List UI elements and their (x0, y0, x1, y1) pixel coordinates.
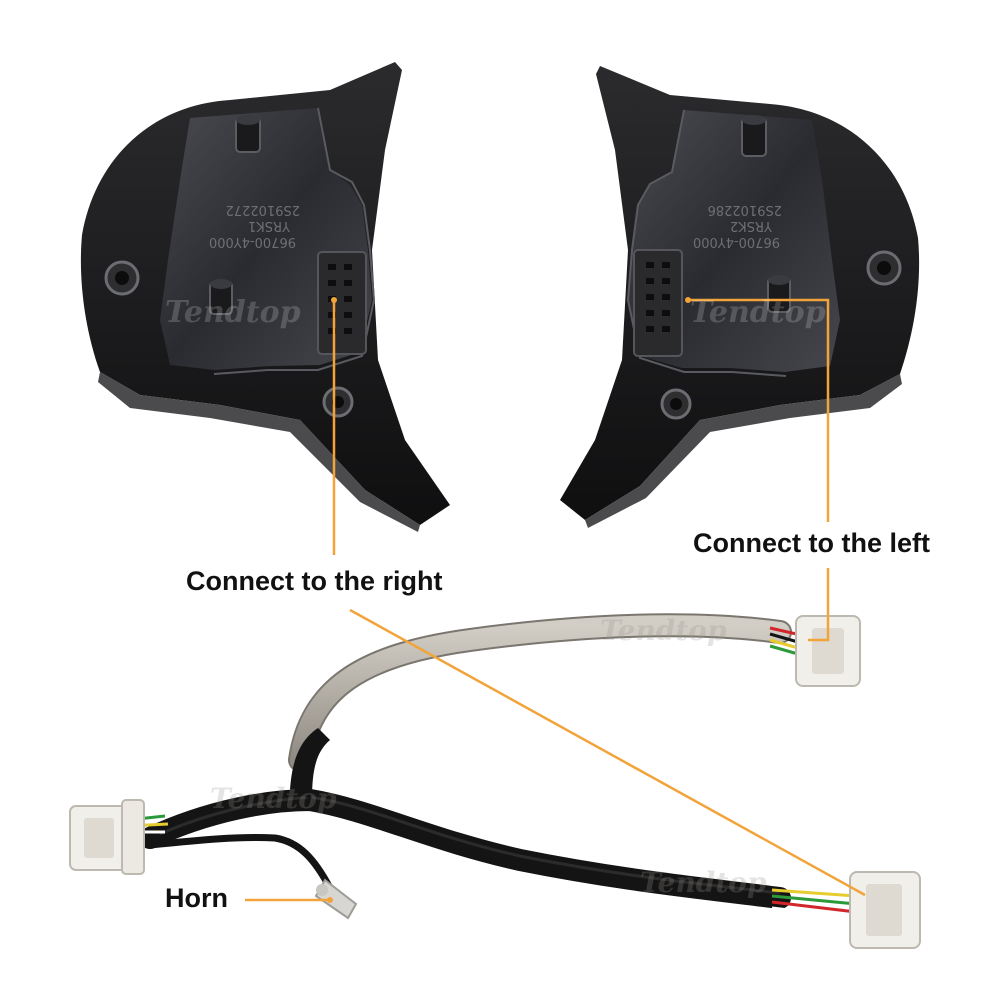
label-connect-right: Connect to the right (186, 566, 443, 596)
leader-line-right-cable (349, 608, 866, 897)
watermark-text: Tendtop (210, 782, 337, 815)
leader-dots (327, 297, 691, 903)
part-number-line: 2S9102286 (708, 202, 782, 217)
watermark: Tendtop Tendtop (165, 295, 826, 330)
mounting-post (741, 115, 767, 157)
right-switch-module: 96700-4Y000 YRSK2 2S9102286 (560, 66, 920, 528)
connector-black-end (849, 871, 921, 949)
part-number-line: 96700-4Y000 (209, 234, 296, 249)
watermark-text: Tendtop (165, 295, 301, 330)
mounting-post (767, 275, 791, 313)
mounting-post (235, 115, 261, 153)
connector-left-end (69, 799, 145, 875)
label-horn: Horn (165, 883, 228, 913)
leader-lines (245, 298, 866, 902)
watermark-text: Tendtop (600, 614, 727, 647)
part-number-line: 96700-4Y000 (693, 234, 780, 249)
horn-terminal (314, 878, 358, 920)
wiring-harness (69, 613, 921, 949)
leader-line-left-cable (808, 568, 830, 642)
left-part-number: 96700-4Y000 YRSK1 2S9102272 (209, 202, 300, 249)
left-switch-module: 96700-4Y000 YRSK1 2S9102272 (80, 62, 450, 532)
watermark-text: Tendtop (640, 866, 767, 899)
leader-line-left (688, 298, 830, 522)
right-part-number: 96700-4Y000 YRSK2 2S9102286 (693, 202, 782, 249)
label-connect-left: Connect to the left (693, 528, 930, 558)
mounting-post (209, 279, 233, 315)
part-number-line: YRSK1 (248, 218, 291, 233)
part-number-line: 2S9102272 (226, 202, 300, 217)
part-number-line: YRSK2 (730, 218, 773, 233)
watermark: Tendtop Tendtop Tendtop (210, 614, 767, 899)
watermark-text: Tendtop (690, 295, 826, 330)
